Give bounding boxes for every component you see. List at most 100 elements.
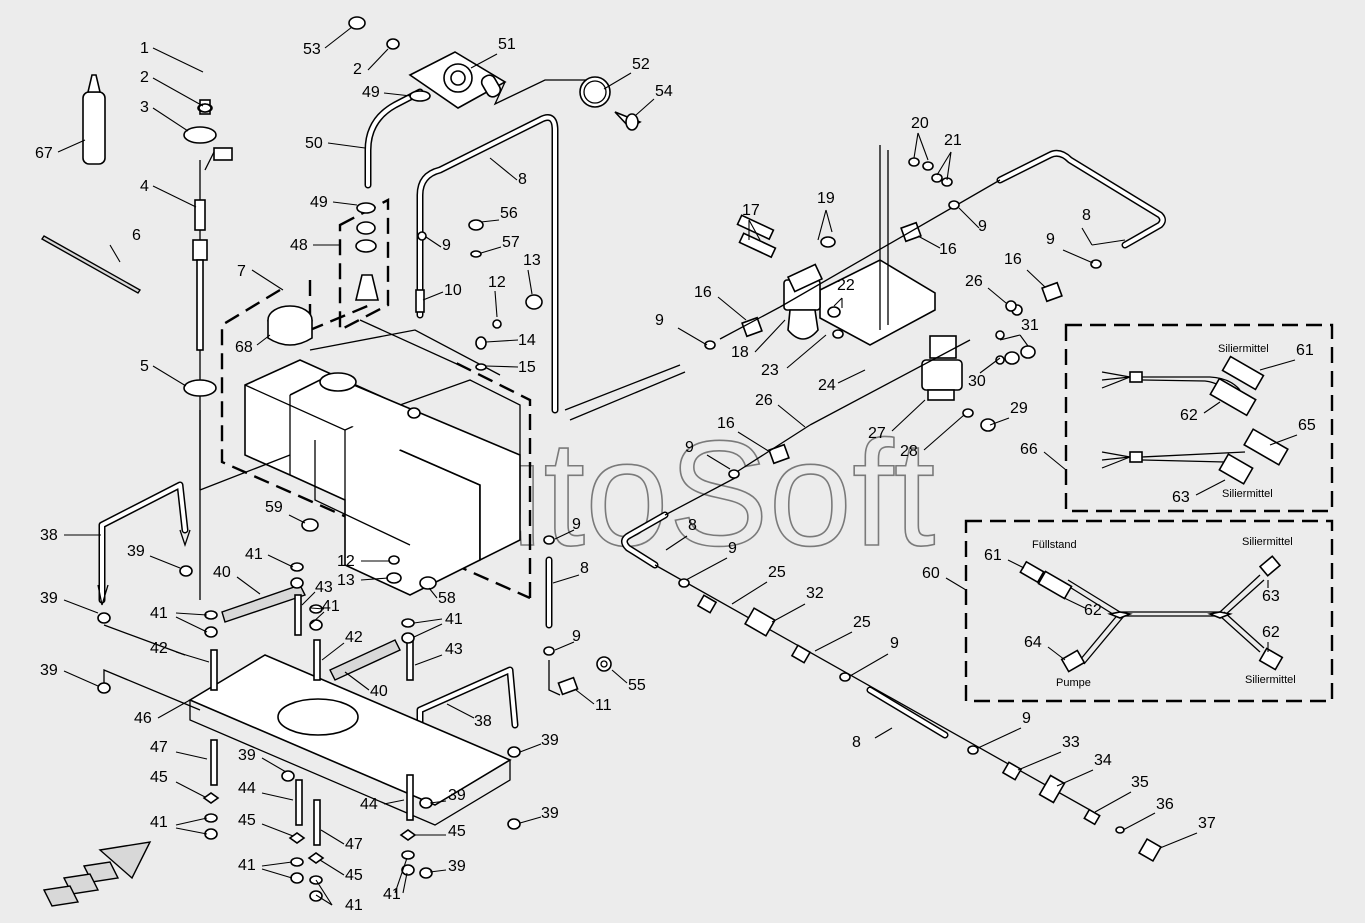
callout-leader-line <box>175 751 208 760</box>
callout-number-11: 11 <box>595 697 612 714</box>
fasteners <box>97 562 521 902</box>
inset-top-label-siliermittel-2: Siliermittel <box>1222 488 1273 500</box>
callout-number-1: 1 <box>140 40 149 57</box>
callout-leader-line <box>552 574 580 584</box>
callout-number-8: 8 <box>1082 207 1091 224</box>
callout-number-9: 9 <box>685 439 694 456</box>
callout-number-8: 8 <box>852 734 861 751</box>
callout-leader-line <box>267 554 294 568</box>
callout-number-18: 18 <box>731 344 749 361</box>
callout-number-41: 41 <box>245 546 263 563</box>
callout-leader-line <box>175 616 208 633</box>
callout-leader-line <box>1043 451 1067 471</box>
callout-leader-line <box>152 77 204 107</box>
callout-leader-line <box>261 861 293 867</box>
callout-number-61: 61 <box>984 547 1002 564</box>
callout-number-41: 41 <box>345 897 363 914</box>
callout-leader-line <box>519 816 542 824</box>
callout-number-9: 9 <box>572 516 581 533</box>
callout-number-39: 39 <box>127 543 145 560</box>
callout-leader-line <box>319 859 345 876</box>
callout-number-62: 62 <box>1180 407 1198 424</box>
callout-number-62: 62 <box>1084 602 1102 619</box>
callout-leader-line <box>1081 227 1093 246</box>
callout-leader-line <box>814 631 853 652</box>
callout-leader-line <box>554 641 575 651</box>
callout-leader-line <box>489 157 518 181</box>
callout-leader-line <box>157 699 191 719</box>
callout-number-51: 51 <box>498 36 516 53</box>
callout-number-16: 16 <box>717 415 735 432</box>
callout-leader-line <box>519 743 542 753</box>
callout-number-35: 35 <box>1131 774 1149 791</box>
callout-leader-line <box>320 829 345 845</box>
callout-number-39: 39 <box>541 732 559 749</box>
callout-leader-line <box>999 334 1021 341</box>
callout-leader-line <box>786 334 827 369</box>
callout-leader-line <box>1159 832 1198 849</box>
callout-leader-line <box>429 869 447 873</box>
callout-number-14: 14 <box>518 332 536 349</box>
callout-number-7: 7 <box>237 263 246 280</box>
callout-number-9: 9 <box>655 312 664 329</box>
callout-number-21: 21 <box>944 132 962 149</box>
callout-leader-line <box>936 151 952 176</box>
callout-leader-line <box>413 623 443 638</box>
callout-number-41: 41 <box>383 886 401 903</box>
callout-number-45: 45 <box>448 823 466 840</box>
callout-leader-line <box>913 132 919 159</box>
callout-number-28: 28 <box>900 443 918 460</box>
callout-leader-line <box>175 781 206 798</box>
callout-number-40: 40 <box>213 564 231 581</box>
callout-number-47: 47 <box>150 739 168 756</box>
callout-number-8: 8 <box>688 517 697 534</box>
inset-bottom-label-pumpe: Pumpe <box>1056 677 1091 689</box>
callout-number-59: 59 <box>265 499 283 516</box>
inset-bottom-label-siliermittel-2: Siliermittel <box>1245 674 1296 686</box>
callout-leader-line <box>321 642 345 661</box>
callout-leader-line <box>748 219 761 241</box>
callout-number-41: 41 <box>150 605 168 622</box>
filler-neck-group <box>338 16 642 332</box>
callout-leader-line <box>470 53 498 69</box>
callout-leader-line <box>414 654 443 666</box>
callout-number-15: 15 <box>518 359 536 376</box>
callout-leader-line <box>1203 401 1221 414</box>
callout-leader-line <box>987 287 1007 304</box>
callout-number-45: 45 <box>345 867 363 884</box>
callout-number-38: 38 <box>474 713 492 730</box>
callout-number-9: 9 <box>442 237 451 254</box>
callout-leader-line <box>849 653 889 677</box>
callout-leader-line <box>1017 751 1062 771</box>
callout-number-22: 22 <box>837 277 855 294</box>
callout-leader-line <box>394 857 408 894</box>
callout-number-60: 60 <box>922 565 940 582</box>
callout-leader-line <box>754 319 786 353</box>
callout-number-12: 12 <box>488 274 506 291</box>
callout-number-16: 16 <box>694 284 712 301</box>
callout-number-40: 40 <box>370 683 388 700</box>
callout-number-10: 10 <box>444 282 462 299</box>
callout-leader-line <box>251 269 284 291</box>
callout-number-5: 5 <box>140 358 149 375</box>
callout-number-41: 41 <box>445 611 463 628</box>
callout-leader-line <box>360 577 389 581</box>
callout-leader-line <box>737 431 771 453</box>
callout-leader-line <box>63 670 99 687</box>
callout-number-20: 20 <box>911 115 929 132</box>
callout-number-25: 25 <box>768 564 786 581</box>
inset-bottom-label-fuellstand: Füllstand <box>1032 539 1077 551</box>
callout-number-66: 66 <box>1020 441 1038 458</box>
callout-number-36: 36 <box>1156 796 1174 813</box>
callout-number-39: 39 <box>40 662 58 679</box>
callout-leader-line <box>429 800 447 804</box>
callout-number-26: 26 <box>755 392 773 409</box>
callout-number-17: 17 <box>742 202 760 219</box>
level-sensor-assembly <box>40 74 233 600</box>
callout-leader-line <box>332 201 358 206</box>
callout-leader-line <box>261 868 293 879</box>
callout-leader-line <box>310 611 325 625</box>
callout-leader-line <box>485 365 519 368</box>
callout-leader-line <box>917 132 929 161</box>
callout-leader-line <box>777 404 806 428</box>
